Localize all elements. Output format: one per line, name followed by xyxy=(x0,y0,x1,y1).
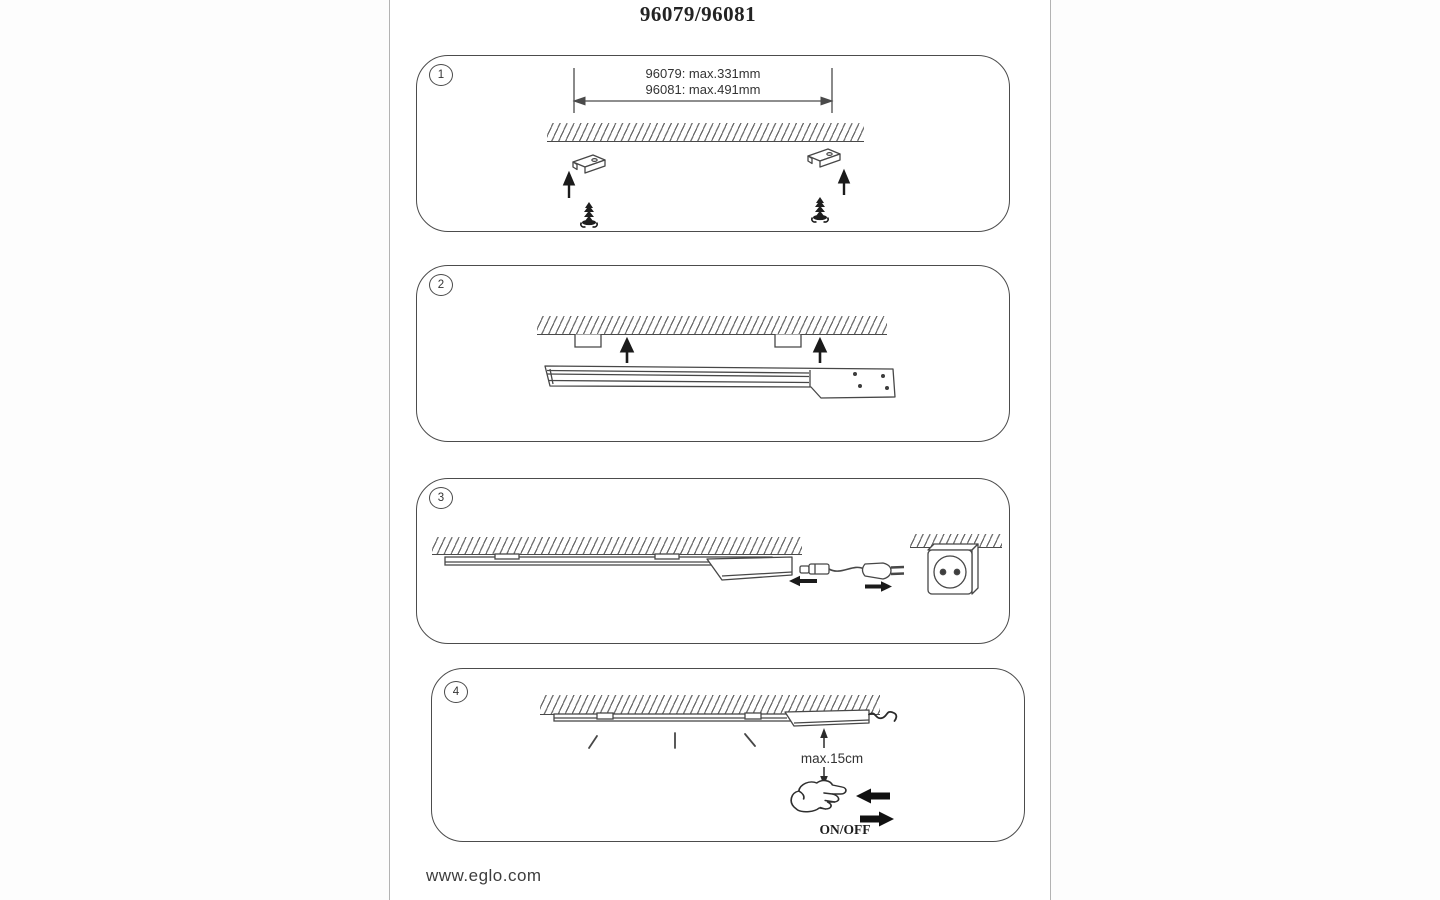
cord-squiggle xyxy=(868,710,898,722)
wave-left-arrow-icon xyxy=(856,788,890,804)
step-4-number-badge: 4 xyxy=(444,681,468,703)
instruction-sheet-page: 96079/96081 1 96079: max.331mm 96081: ma… xyxy=(389,0,1051,900)
ceiling-clip-slot xyxy=(574,334,802,348)
driver-box xyxy=(706,556,793,581)
ceiling-hatch xyxy=(537,316,887,335)
step-4-drawing xyxy=(553,709,898,827)
dimension-arrow xyxy=(572,68,834,113)
sensor-driver-box xyxy=(784,709,870,727)
track-rail xyxy=(544,365,896,399)
step-1-drawing xyxy=(562,68,851,228)
step-panel-4: 4 max.15cm ON/OFF xyxy=(431,668,1025,842)
power-connector-icon xyxy=(799,563,830,575)
up-arrow-icon xyxy=(619,336,828,363)
right-arrow-icon xyxy=(865,581,892,592)
light-rays xyxy=(588,732,756,749)
step-3-number-badge: 3 xyxy=(429,487,453,509)
driver-box-screws xyxy=(853,372,889,390)
hand-icon xyxy=(790,779,847,813)
page-title: 96079/96081 xyxy=(639,2,757,26)
step-number: 3 xyxy=(437,492,445,504)
screw-icon xyxy=(580,202,598,228)
dimension-label-96079: 96079: max.331mm xyxy=(645,66,761,81)
ceiling-hatch xyxy=(432,537,802,555)
on-off-label: ON/OFF xyxy=(819,822,871,837)
wave-right-arrow-icon xyxy=(860,811,894,827)
screw-icon xyxy=(811,197,829,223)
eglo-website-url: www.eglo.com xyxy=(426,866,542,885)
wall-socket-icon xyxy=(927,543,979,595)
step-panel-1: 1 96079: max.331mm 96081: max.491mm xyxy=(416,55,1010,232)
step-number: 1 xyxy=(437,69,445,81)
step-3-drawing xyxy=(444,543,979,595)
step-2-number-badge: 2 xyxy=(429,274,453,296)
track-rail-mounted xyxy=(553,712,800,722)
step-number: 4 xyxy=(452,686,460,698)
step-panel-2: 2 xyxy=(416,265,1010,442)
dimension-label-96081: 96081: max.491mm xyxy=(645,82,761,97)
up-arrow-icon xyxy=(562,168,851,198)
plug-icon xyxy=(861,562,905,580)
power-cable xyxy=(828,566,865,572)
left-arrow-icon xyxy=(789,575,817,587)
step-panel-3: 3 xyxy=(416,478,1010,644)
max-distance-label: max.15cm xyxy=(800,751,864,766)
mounting-clip-icon xyxy=(807,148,841,168)
step-1-number-badge: 1 xyxy=(429,64,453,86)
ceiling-hatch xyxy=(547,123,864,142)
step-number: 2 xyxy=(437,279,445,291)
mounting-clip-icon xyxy=(572,154,606,174)
step-2-drawing xyxy=(544,334,896,399)
